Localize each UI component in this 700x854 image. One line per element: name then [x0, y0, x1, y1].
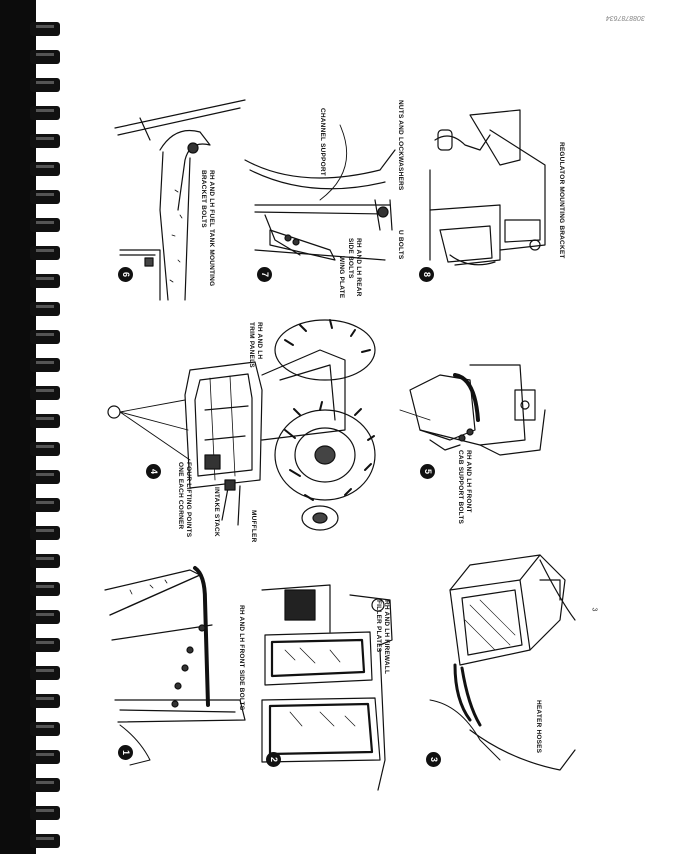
binding-coil-highlight [36, 837, 54, 840]
binding-coil-highlight [36, 25, 54, 28]
binding-coil-highlight [36, 137, 54, 140]
label-wing-plate: WING PLATE [338, 256, 345, 299]
label-firewall-filler-plates: RH AND LH FIREWALL FILLER PLATES [375, 600, 391, 675]
figure-3-drawing [429, 554, 576, 771]
label-intake-stack: INTAKE STACK [213, 487, 220, 537]
binding-coil-highlight [36, 305, 54, 308]
binding-coil-highlight [36, 557, 54, 560]
binding-coil-highlight [36, 501, 54, 504]
figure-number-1: 1 [118, 745, 133, 760]
figure-1-drawing [104, 566, 246, 766]
figure-number-8: 8 [419, 267, 434, 282]
figure-6-drawing [114, 99, 246, 301]
binding-coil-highlight [36, 389, 54, 392]
label-lifting-points: FOUR LIFTING POINTS ONE EACH CORNER [177, 462, 193, 538]
scan-stamp: 3088787634 [606, 14, 645, 21]
binding-coil-highlight [36, 417, 54, 420]
binding-coil-highlight [36, 529, 54, 532]
binding-coil-highlight [36, 81, 54, 84]
figure-number-4: 4 [146, 464, 161, 479]
label-u-bolts: U BOLTS [397, 230, 404, 260]
spiral-binding [0, 0, 72, 854]
binding-coil-highlight [36, 585, 54, 588]
binding-coil-highlight [36, 697, 54, 700]
binding-coil-highlight [36, 809, 54, 812]
figure-number-6: 6 [118, 267, 133, 282]
label-channel-support: CHANNEL SUPPORT [319, 108, 326, 176]
figure-number-3: 3 [426, 752, 441, 767]
label-regulator-bracket: REGULATOR MOUNTING BRACKET [558, 142, 565, 259]
label-cab-support-bolts: RH AND LH FRONT CAB SUPPORT BOLTS [457, 450, 473, 525]
binding-coil-highlight [36, 249, 54, 252]
label-front-side-bolts: RH AND LH FRONT SIDE BOLTS [238, 605, 245, 711]
figure-8-drawing [429, 109, 546, 266]
figure-number-2: 2 [266, 752, 281, 767]
binding-coil-highlight [36, 333, 54, 336]
binding-coil-highlight [36, 725, 54, 728]
binding-coil-highlight [36, 165, 54, 168]
binding-coil-highlight [36, 193, 54, 196]
label-rear-side-bolts: RH AND LH REAR SIDE BOLTS [347, 238, 363, 297]
binding-coil-highlight [36, 613, 54, 616]
label-fuel-tank-bracket-bolts: RH AND LH FUEL TANK MOUNTING BRACKET BOL… [200, 170, 216, 287]
binding-coil-highlight [36, 221, 54, 224]
binding-coil-highlight [36, 641, 54, 644]
page-number: 3 [590, 607, 598, 612]
binding-coil-highlight [36, 669, 54, 672]
label-nuts-lockwashers: NUTS AND LOCKWASHERS [397, 100, 404, 191]
figure-2-drawing [261, 584, 393, 791]
figure-5-drawing [399, 364, 546, 456]
binding-coil-highlight [36, 277, 54, 280]
binding-coil-highlight [36, 53, 54, 56]
label-muffler: MUFFLER [250, 510, 257, 543]
binding-coil-highlight [36, 109, 54, 112]
label-heater-hoses: HEATER HOSES [535, 700, 542, 754]
binding-coil-highlight [36, 781, 54, 784]
binding-coil-highlight [36, 361, 54, 364]
figure-4-drawing [107, 319, 376, 531]
figure-number-5: 5 [420, 464, 435, 479]
figure-number-7: 7 [257, 267, 272, 282]
binding-coil-highlight [36, 753, 54, 756]
binding-coil-highlight [36, 445, 54, 448]
figure-7-drawing [244, 124, 396, 261]
label-trim-panels: RH AND LH TRIM PANELS [248, 322, 264, 368]
binding-coil-highlight [36, 473, 54, 476]
